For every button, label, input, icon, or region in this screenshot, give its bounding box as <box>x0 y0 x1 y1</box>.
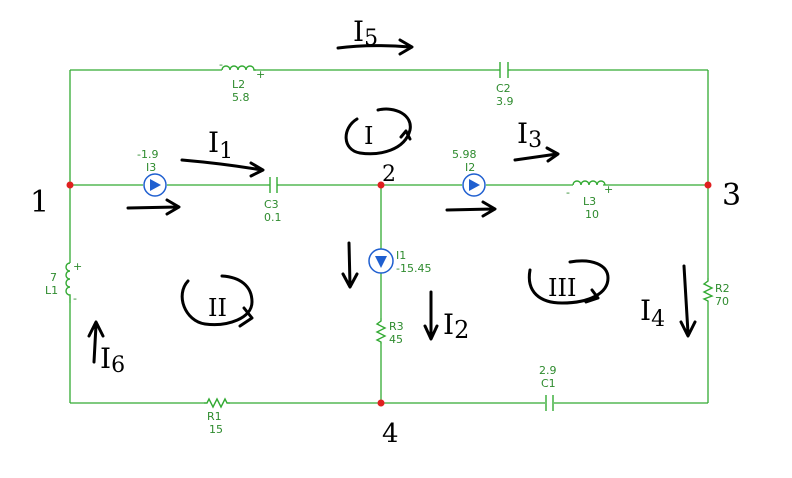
current-i1-label: I1 <box>208 126 233 164</box>
resistor-r2: R2 70 <box>702 278 730 308</box>
inductor-l1-plus: + <box>73 260 82 273</box>
loop-2-label: II <box>208 294 227 322</box>
current-source-i2: 5.98 I2 <box>452 148 486 197</box>
capacitor-c2-value: 3.9 <box>496 95 514 108</box>
inductor-l1: + - 7 L1 <box>45 260 82 305</box>
node-dots <box>66 181 712 407</box>
capacitor-c1-value: 2.9 <box>539 364 557 377</box>
inductor-l3-coil <box>572 180 606 186</box>
resistor-r1-zigzag <box>204 397 230 409</box>
inductor-l3-minus: - <box>566 186 570 199</box>
inductor-l3-value: 10 <box>585 208 599 221</box>
current-source-i2-name: I2 <box>465 161 475 174</box>
inductor-l2-plus: + <box>256 68 265 81</box>
resistor-r2-name: R2 <box>715 282 730 295</box>
capacitor-c3: C3 0.1 <box>264 177 282 224</box>
loop-1: I <box>344 107 412 156</box>
current-i6-annotation: I6 <box>87 320 125 378</box>
node-4-dot <box>377 399 385 407</box>
current-source-i2-value: 5.98 <box>452 148 477 161</box>
capacitor-c2-name: C2 <box>496 82 511 95</box>
resistor-r3-zigzag <box>375 318 387 344</box>
resistor-r3-value: 45 <box>389 333 403 346</box>
current-i3-branch-arrow <box>513 146 560 163</box>
current-source-i3-arrow-icon <box>150 179 161 191</box>
inductor-l1-coil <box>65 262 71 303</box>
inductor-l3-plus: + <box>604 183 613 196</box>
current-source-i1-arrow-icon <box>375 256 387 268</box>
current-i3-annotation: I3 <box>513 117 560 163</box>
current-source-i3-value: -1.9 <box>137 148 158 161</box>
current-i4-arrow <box>679 264 697 338</box>
node-2-label: 2 <box>382 162 396 187</box>
inductor-l2-minus: - <box>219 58 223 71</box>
current-i2-annotation: I2 <box>423 290 469 344</box>
current-source-i1: I1 -15.45 <box>368 248 431 275</box>
loop-1-arrow <box>344 107 412 156</box>
loop-3-label: III <box>548 274 576 302</box>
node-4-label: 4 <box>382 419 399 449</box>
current-i1-arrow <box>180 158 265 178</box>
resistor-r2-value: 70 <box>715 295 729 308</box>
current-source-i3: -1.9 I3 <box>137 148 167 197</box>
inductor-l1-value: 7 <box>50 271 57 284</box>
node-1-dot <box>66 181 74 189</box>
loop-3: III <box>527 259 610 305</box>
capacitor-c2: C2 3.9 <box>496 62 514 108</box>
capacitor-c1-name: C1 <box>541 377 556 390</box>
current-i4-label: I4 <box>640 294 665 332</box>
current-i2-source-arrow <box>445 200 497 218</box>
resistor-r2-zigzag <box>702 278 714 302</box>
current-i1-annotation: I1 <box>180 126 265 178</box>
inductor-l2-coil <box>221 65 256 71</box>
loop-2: II <box>180 274 254 328</box>
inductor-l1-name: L1 <box>45 284 58 297</box>
loop-1-label: I <box>364 122 373 150</box>
current-i3-label: I3 <box>517 117 542 153</box>
current-i2-label: I2 <box>443 308 469 344</box>
current-i2-arrow <box>423 290 439 341</box>
inductor-l2-value: 5.8 <box>232 91 250 104</box>
inductor-l2: - + L2 5.8 <box>219 58 265 104</box>
current-i4-annotation: I4 <box>640 264 697 338</box>
node-numbers: 1 2 3 4 <box>30 162 741 449</box>
node-3-dot <box>704 181 712 189</box>
current-i5-arrow <box>336 38 414 56</box>
resistor-r1-value: 15 <box>209 423 223 436</box>
current-i3-arrow <box>126 198 181 216</box>
current-source-i1-name: I1 <box>396 249 406 262</box>
resistor-r3: R3 45 <box>375 318 404 346</box>
current-source-i3-name: I3 <box>146 161 156 174</box>
inductor-l1-minus: - <box>73 292 77 305</box>
resistor-r1: R1 15 <box>204 397 230 436</box>
current-i6-label: I6 <box>100 342 125 378</box>
capacitor-c3-name: C3 <box>264 198 279 211</box>
current-i5-annotation: I5 <box>336 15 414 56</box>
node-2-dot <box>377 181 385 189</box>
node-1-label: 1 <box>30 185 49 220</box>
capacitor-c3-value: 0.1 <box>264 211 282 224</box>
inductor-l2-name: L2 <box>232 78 245 91</box>
current-source-i1-value: -15.45 <box>396 262 431 275</box>
current-i6-arrow <box>87 320 105 364</box>
wires <box>69 69 709 404</box>
capacitor-c1: 2.9 C1 <box>539 364 557 411</box>
loop-2-arrow <box>180 274 254 328</box>
node-3-label: 3 <box>722 178 741 213</box>
inductor-l3: - + L3 10 <box>566 180 613 221</box>
current-source-i2-arrow-icon <box>469 179 480 191</box>
inductor-l3-name: L3 <box>583 195 596 208</box>
resistor-r1-name: R1 <box>207 410 222 423</box>
resistor-r3-name: R3 <box>389 320 404 333</box>
loop-3-arrow <box>527 259 610 305</box>
current-i1-source-arrow <box>341 241 359 289</box>
